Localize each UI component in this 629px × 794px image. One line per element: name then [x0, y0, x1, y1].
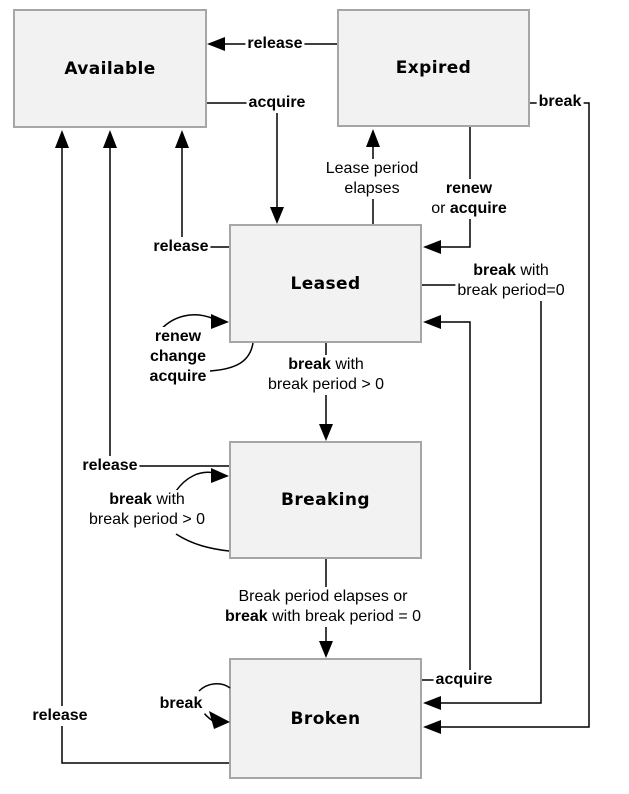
label-break-period-elapses: Break period elapses or break with break…: [222, 587, 424, 627]
state-available-label: Available: [64, 58, 156, 79]
state-breaking-label: Breaking: [281, 490, 370, 510]
transition-broken-to-available: [55, 130, 229, 764]
state-broken: Broken: [229, 658, 422, 779]
transition-leased-to-broken: [422, 284, 542, 710]
state-expired: Expired: [337, 9, 530, 127]
label-acquire-available-to-leased: acquire: [246, 93, 308, 113]
label-breaking-self-loop: break with break period > 0: [86, 490, 208, 530]
state-leased-label: Leased: [290, 273, 361, 294]
label-leased-self-loop: renew change acquire: [147, 327, 209, 387]
state-available: Available: [13, 9, 207, 128]
transition-breaking-to-available: [103, 130, 229, 467]
state-expired-label: Expired: [395, 58, 472, 78]
label-broken-self-loop: break: [157, 694, 205, 714]
state-broken-label: Broken: [290, 708, 361, 729]
label-break-with-period-eq0: break with break period=0: [455, 261, 567, 301]
label-break-with-period-gt0: break with break period > 0: [265, 355, 387, 395]
transition-available-to-leased: [207, 102, 284, 224]
label-release-expired-to-available: release: [245, 34, 305, 54]
transition-leased-to-available: [175, 130, 229, 248]
label-acquire-broken-to-leased: acquire: [433, 670, 495, 690]
label-lease-period-elapses: Lease period elapses: [323, 159, 421, 199]
label-release-leased-to-available: release: [151, 237, 211, 257]
transition-broken-to-leased: [422, 315, 471, 681]
label-release-broken-to-available: release: [30, 706, 90, 726]
label-break-expired-to-broken: break: [536, 92, 584, 112]
label-release-breaking-to-available: release: [80, 456, 140, 476]
state-breaking: Breaking: [229, 441, 422, 559]
label-renew-or-acquire: renew or acquire: [429, 179, 509, 219]
state-leased: Leased: [229, 224, 422, 343]
